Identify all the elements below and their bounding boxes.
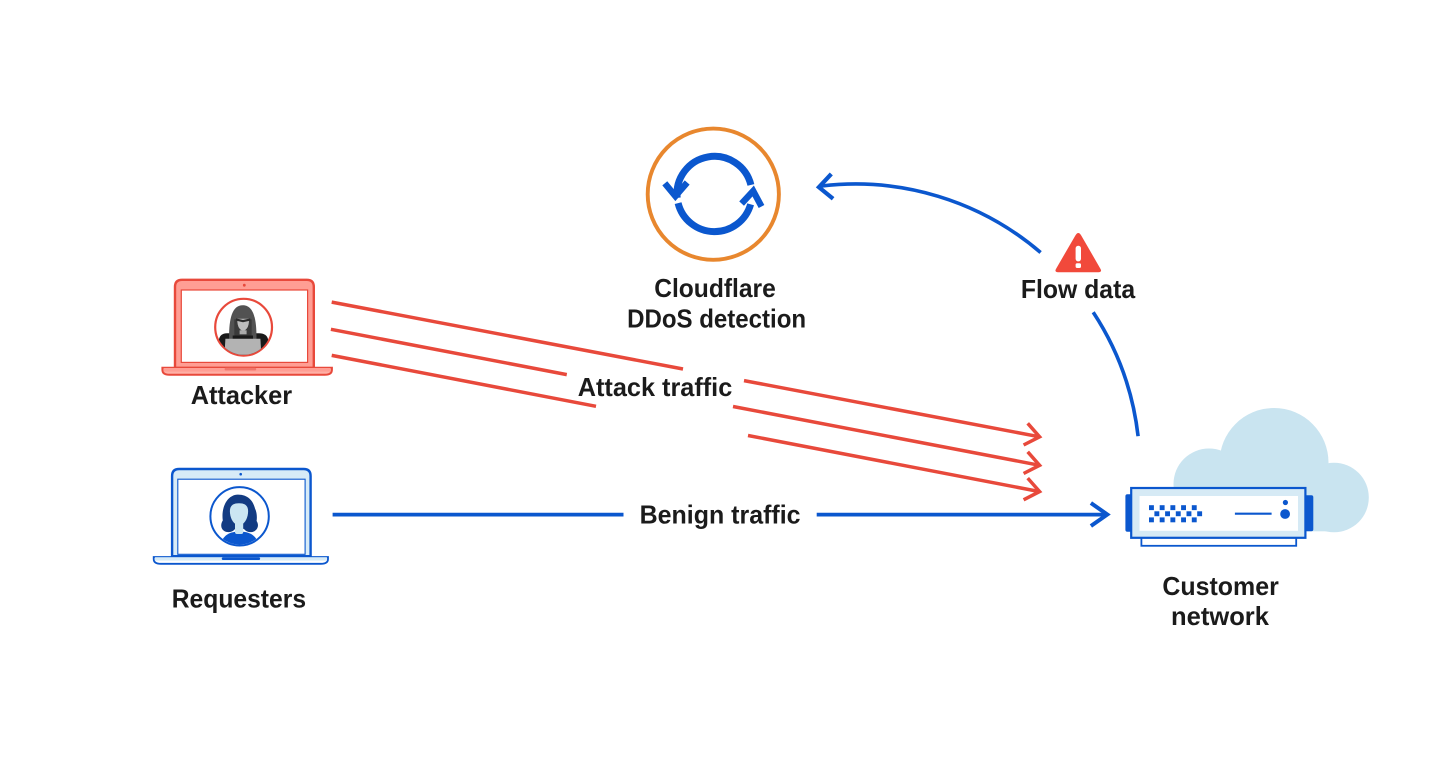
svg-text:Attack traffic: Attack traffic [578,372,733,402]
svg-text:Attacker: Attacker [191,380,292,410]
svg-text:Benign traffic: Benign traffic [640,500,801,530]
svg-text:Customer: Customer [1162,571,1278,601]
svg-text:Cloudflare: Cloudflare [654,273,776,303]
svg-text:network: network [1171,601,1269,631]
svg-text:Flow data: Flow data [1021,274,1136,304]
svg-text:Requesters: Requesters [172,584,306,614]
svg-text:DDoS detection: DDoS detection [627,303,806,333]
